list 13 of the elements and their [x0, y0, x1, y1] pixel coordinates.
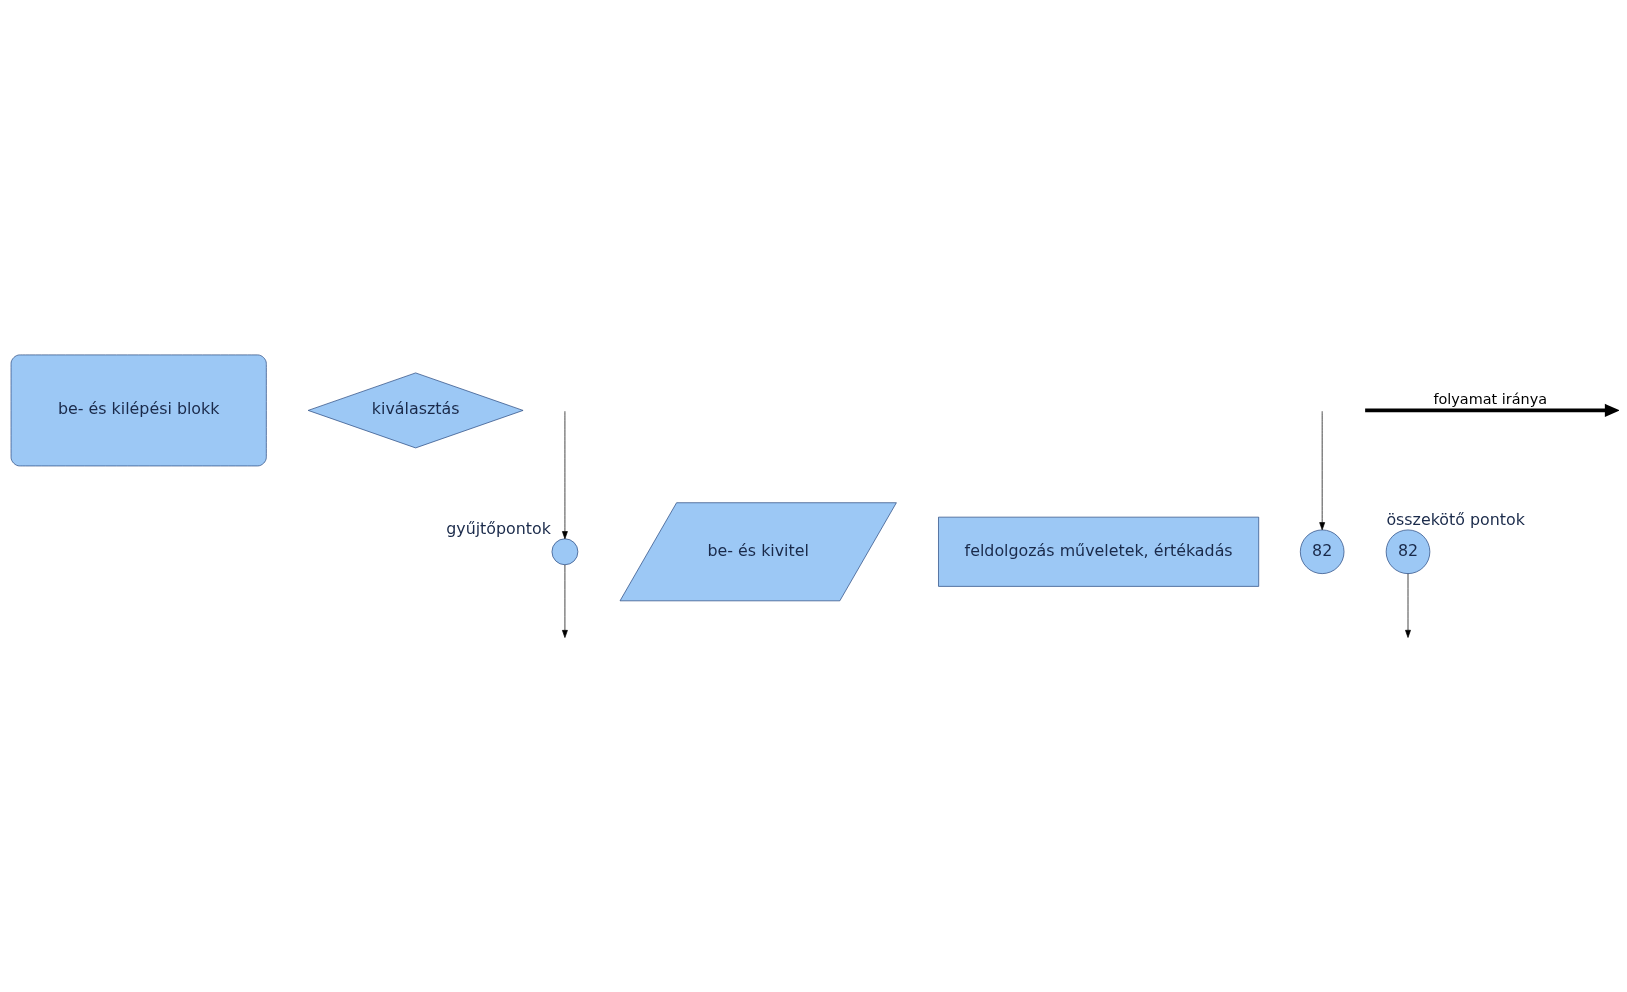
node-box: be- és kilépési blokk: [10, 354, 267, 466]
arrow: [1405, 572, 1411, 638]
node-box: feldolgozás műveletek, értékadás: [938, 516, 1260, 587]
arrow: [562, 410, 568, 539]
label: folyamat iránya: [1433, 390, 1548, 407]
node-diamond: kiválasztás: [307, 372, 524, 448]
node-circle: 82: [1299, 529, 1345, 574]
node-label: összekötő pontok: [1386, 509, 1525, 529]
node-circle: [551, 537, 579, 565]
node-label: gyűjtőpontok: [446, 518, 551, 538]
arrow: [1319, 410, 1326, 530]
arrow: [562, 564, 568, 638]
node-circle: 82: [1385, 529, 1431, 574]
